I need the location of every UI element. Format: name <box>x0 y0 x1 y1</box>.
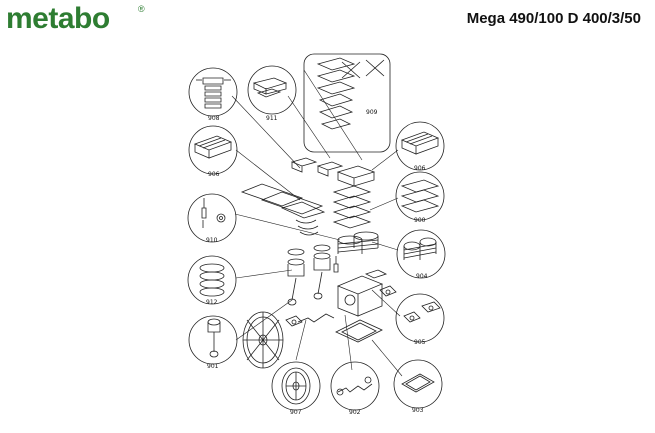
part-label-903: 903 <box>412 407 424 414</box>
part-label-907: 907 <box>290 409 302 416</box>
metabo-logo: metabo <box>6 2 110 35</box>
callout-904 <box>396 229 446 279</box>
central-assembly <box>240 157 397 343</box>
part-label-908: 908 <box>208 115 220 122</box>
part-label-901: 901 <box>207 363 219 370</box>
callout-911 <box>247 65 297 115</box>
leader-lines <box>231 69 403 377</box>
model-title: Mega 490/100 D 400/3/50 <box>466 10 641 27</box>
callout-906b <box>395 121 445 171</box>
part-label-906a: 906 <box>208 171 220 178</box>
callout-907-flywheel-drawing <box>242 311 284 369</box>
callout-903 <box>393 359 443 409</box>
part-label-904: 904 <box>416 273 428 280</box>
callout-907 <box>271 361 321 411</box>
registered-mark: ® <box>138 4 145 14</box>
part-label-902: 902 <box>349 409 361 416</box>
part-label-909: 909 <box>366 109 378 116</box>
callout-902 <box>330 361 380 411</box>
callout-900 <box>395 171 445 221</box>
part-label-911: 911 <box>266 115 278 122</box>
callout-912 <box>187 255 237 305</box>
callout-906a <box>188 125 238 175</box>
callout-901 <box>188 315 238 365</box>
part-label-906b: 906 <box>414 165 426 172</box>
callout-909 <box>303 53 391 153</box>
callout-910 <box>187 193 237 243</box>
part-label-912: 912 <box>206 299 218 306</box>
part-label-900: 900 <box>414 217 426 224</box>
part-labels: 908 911 909 906 906 910 900 904 912 905 … <box>206 109 428 416</box>
callout-908 <box>188 67 238 117</box>
part-label-905: 905 <box>414 339 426 346</box>
part-label-910: 910 <box>206 237 218 244</box>
callout-905 <box>395 293 445 343</box>
